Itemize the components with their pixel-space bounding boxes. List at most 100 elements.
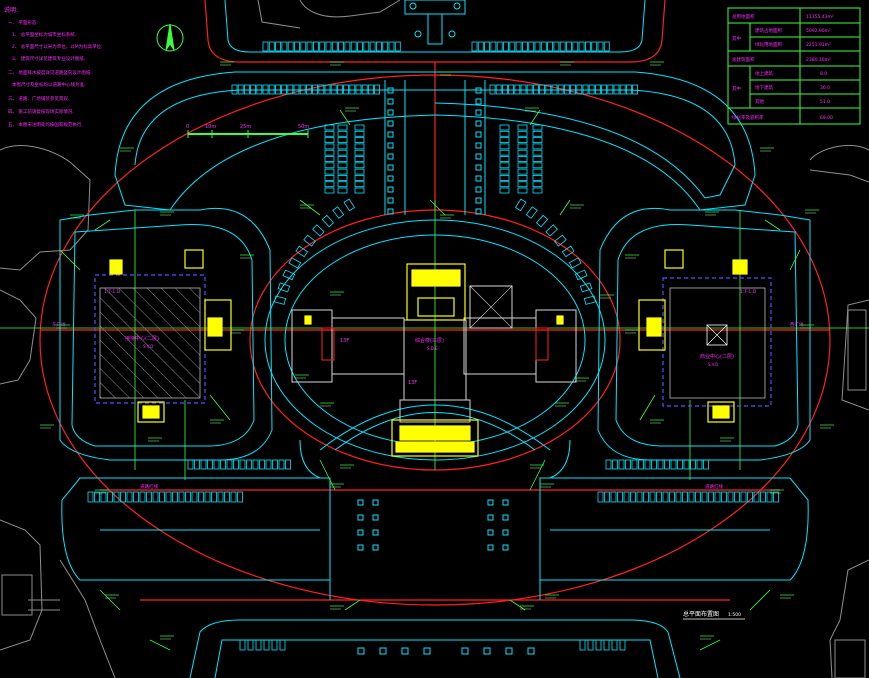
parking-bay <box>299 84 306 95</box>
notes-heading: 说明: <box>4 6 18 14</box>
parking-bay <box>226 459 233 470</box>
parking-bay <box>354 137 365 144</box>
parking-bay <box>337 137 348 144</box>
parking-bay <box>354 143 365 150</box>
marker-square <box>387 142 394 149</box>
parking-bay <box>509 41 516 52</box>
parking-bay <box>515 41 522 52</box>
marker-square <box>387 197 394 204</box>
parking-bay <box>256 84 263 95</box>
parking-bay <box>618 459 625 470</box>
parking-bay <box>495 84 502 95</box>
parking-bay <box>576 84 583 95</box>
parking-bay-arc <box>554 234 567 247</box>
parking-bay <box>237 84 244 95</box>
marker-square <box>475 197 482 204</box>
parking-bay <box>499 156 510 162</box>
notes-line-9: 五、 本图未注明处均按国家规范执行. <box>8 121 83 128</box>
parking-bay <box>275 41 282 52</box>
parking-bay <box>337 156 348 162</box>
notes-line-8: 四、 施工前请复核现场实际情况. <box>8 108 74 115</box>
parking-bay <box>279 639 286 651</box>
notes-line-5: 二、 地面排水坡度详见道路竖向设计图纸. <box>8 69 92 76</box>
parking-bay <box>623 491 630 503</box>
marker-square <box>357 647 365 655</box>
parking-bay <box>690 459 696 470</box>
parking-bay <box>760 491 766 503</box>
parking-bay <box>324 162 335 169</box>
parking-bay <box>230 491 237 503</box>
marker-square <box>502 499 509 506</box>
parking-bay <box>113 491 120 503</box>
parking-bay <box>337 181 348 188</box>
parking-bay <box>532 181 543 188</box>
parking-bay <box>517 156 528 162</box>
parking-bay <box>734 491 740 503</box>
marker-square <box>461 647 469 655</box>
parking-bay <box>539 84 545 95</box>
stats-sub-5: 地下建筑 <box>755 84 773 91</box>
parking-bay <box>213 459 220 470</box>
parking-bay <box>477 41 484 52</box>
parking-bay <box>503 41 509 52</box>
parking-bay <box>337 149 348 156</box>
notes-line-2: 1、 总平面坐标为城市坐标系统. <box>12 31 76 38</box>
parking-bay <box>499 168 510 175</box>
parking-bay <box>499 162 510 169</box>
marker-square <box>502 514 509 521</box>
stats-table: 总用地面积 11355.43m² 其中 建筑占地面积 5092.90m² 绿化用… <box>727 7 861 125</box>
parking-bay <box>677 459 683 470</box>
marker-square <box>357 514 364 521</box>
notes-line-1: 一、 平面形态: <box>8 19 38 26</box>
plan-title: 总平面布置图 <box>683 610 719 618</box>
parking-bay <box>517 143 528 150</box>
parking-bay <box>534 41 541 52</box>
marker-square <box>483 647 491 655</box>
parking-bay <box>553 41 560 52</box>
marker-square <box>387 208 394 215</box>
marker-square <box>372 499 379 506</box>
parking-bay <box>350 41 357 52</box>
parking-bay-arc <box>312 224 325 237</box>
parking-bay <box>369 41 376 52</box>
parking-bay <box>268 41 275 52</box>
marker-square <box>487 499 494 506</box>
stats-value-6: 51.0 <box>820 99 830 105</box>
parking-bay <box>172 491 178 503</box>
parking-bay <box>683 459 690 470</box>
right-building-label: 商业中心(二层) <box>700 353 734 360</box>
marker-square <box>387 109 394 116</box>
parking-bay <box>207 459 213 470</box>
parking-bay <box>344 41 351 52</box>
parking-bay <box>522 41 528 52</box>
marker-square <box>502 544 509 551</box>
parking-bay <box>572 41 579 52</box>
design-notes: 说明: 一、 平面形态: 1、 总平面坐标为城市坐标系统. 2、 总平面尺寸以米… <box>4 6 103 128</box>
parking-bay <box>107 491 113 503</box>
marker-square <box>387 98 394 105</box>
parking-bay <box>331 41 338 52</box>
parking-bay <box>133 491 139 503</box>
marker-square <box>372 514 379 521</box>
parking-bay <box>559 41 566 52</box>
parking-bay <box>126 491 133 503</box>
parking-bay <box>517 174 528 181</box>
parking-bay-arc <box>295 245 309 258</box>
stats-value-1: 5092.90m² <box>806 28 831 34</box>
marker-square <box>387 153 394 160</box>
parking-bay <box>532 168 543 175</box>
parking-bay <box>517 187 528 194</box>
parking-bay <box>682 491 688 503</box>
parking-bay <box>259 459 265 470</box>
marker-square <box>401 647 409 655</box>
parking-bay <box>354 124 365 131</box>
parking-bay <box>773 491 779 503</box>
north-arrow-icon <box>156 23 184 52</box>
parking-bay <box>146 491 152 503</box>
parking-bay <box>619 639 626 651</box>
parking-bay <box>231 84 238 95</box>
parking-bay <box>330 84 337 95</box>
left-building-label: 接待中心(二层) <box>125 335 159 342</box>
parking-bay <box>547 41 553 52</box>
notes-line-3: 2、 总平面尺寸以米为单位，以M为标高单位. <box>12 43 103 50</box>
